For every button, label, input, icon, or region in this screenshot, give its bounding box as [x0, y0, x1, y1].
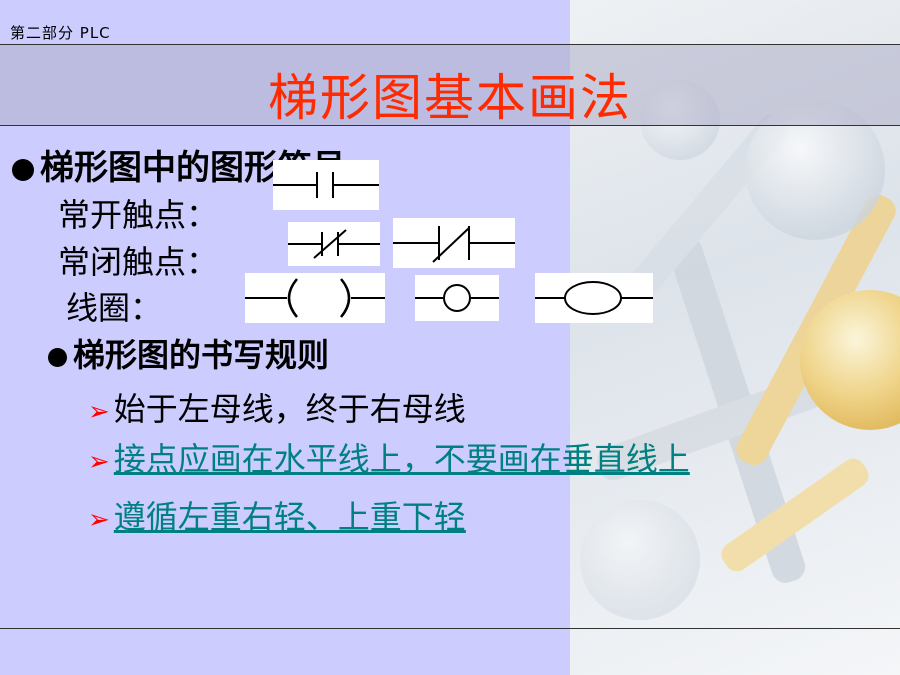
title-band [0, 44, 900, 126]
coil-label: 线圈： [66, 289, 163, 327]
bullet-icon [12, 158, 34, 181]
rule-item-1: ➢始于左母线，终于右母线 [88, 384, 466, 430]
page-title: 梯形图基本画法 [268, 69, 632, 127]
arrow-right-icon: ➢ [88, 397, 110, 427]
coil-symbol-3 [535, 273, 653, 323]
rule-link-text[interactable]: 遵循左重右轻、上重下轻 [113, 498, 466, 536]
rules-heading: 梯形图的书写规则 [48, 330, 329, 376]
top-rule [0, 44, 900, 45]
nc-contact-symbol-2 [393, 218, 515, 268]
arrow-right-icon: ➢ [88, 447, 110, 477]
rule-link-text[interactable]: 接点应画在水平线上，不要画在垂直线上 [113, 440, 690, 478]
coil-symbol-1 [245, 273, 385, 323]
rule-item-3-link[interactable]: ➢遵循左重右轻、上重下轻 [88, 492, 466, 538]
arrow-right-icon: ➢ [88, 505, 110, 535]
section-label: 第二部分 PLC [10, 24, 111, 42]
bullet-icon [48, 347, 67, 367]
nc-contact-label: 常闭触点： [58, 243, 219, 281]
footer-rule [0, 628, 900, 629]
nc-contact-symbol-1 [288, 222, 380, 266]
rule-item-2-link[interactable]: ➢接点应画在水平线上，不要画在垂直线上 [88, 434, 690, 480]
rules-heading-text: 梯形图的书写规则 [73, 336, 330, 374]
coil-symbol-2 [415, 275, 499, 321]
title-underline [0, 125, 900, 126]
rule-text: 始于左母线，终于右母线 [113, 390, 466, 428]
no-contact-label: 常开触点： [58, 196, 219, 234]
no-contact-symbol [273, 160, 379, 210]
